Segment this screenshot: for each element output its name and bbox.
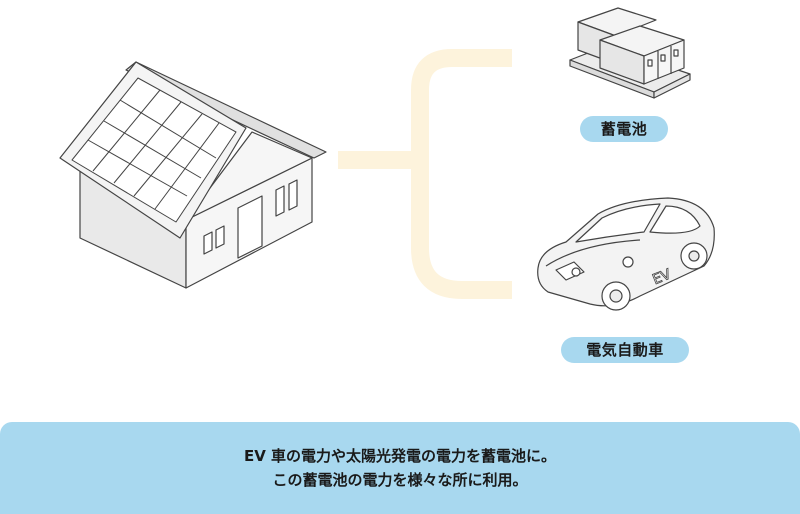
caption-line-2: この蓄電池の電力を様々な所に利用。 [272, 471, 528, 489]
car-icon [537, 197, 715, 311]
ev-badge: EV [650, 266, 673, 288]
connector-bracket [338, 49, 512, 299]
house-icon [59, 61, 327, 289]
ev-label: 電気自動車 [561, 337, 689, 363]
diagram-illustration: EV [59, 7, 715, 311]
caption-banner: EV 車の電力や太陽光発電の電力を蓄電池に。 この蓄電池の電力を様々な所に利用。 [0, 422, 800, 514]
solar-panel-icon [71, 77, 237, 223]
battery-label: 蓄電池 [580, 116, 668, 142]
battery-icon [569, 7, 691, 99]
caption-line-1: EV 車の電力や太陽光発電の電力を蓄電池に。 [243, 447, 557, 465]
